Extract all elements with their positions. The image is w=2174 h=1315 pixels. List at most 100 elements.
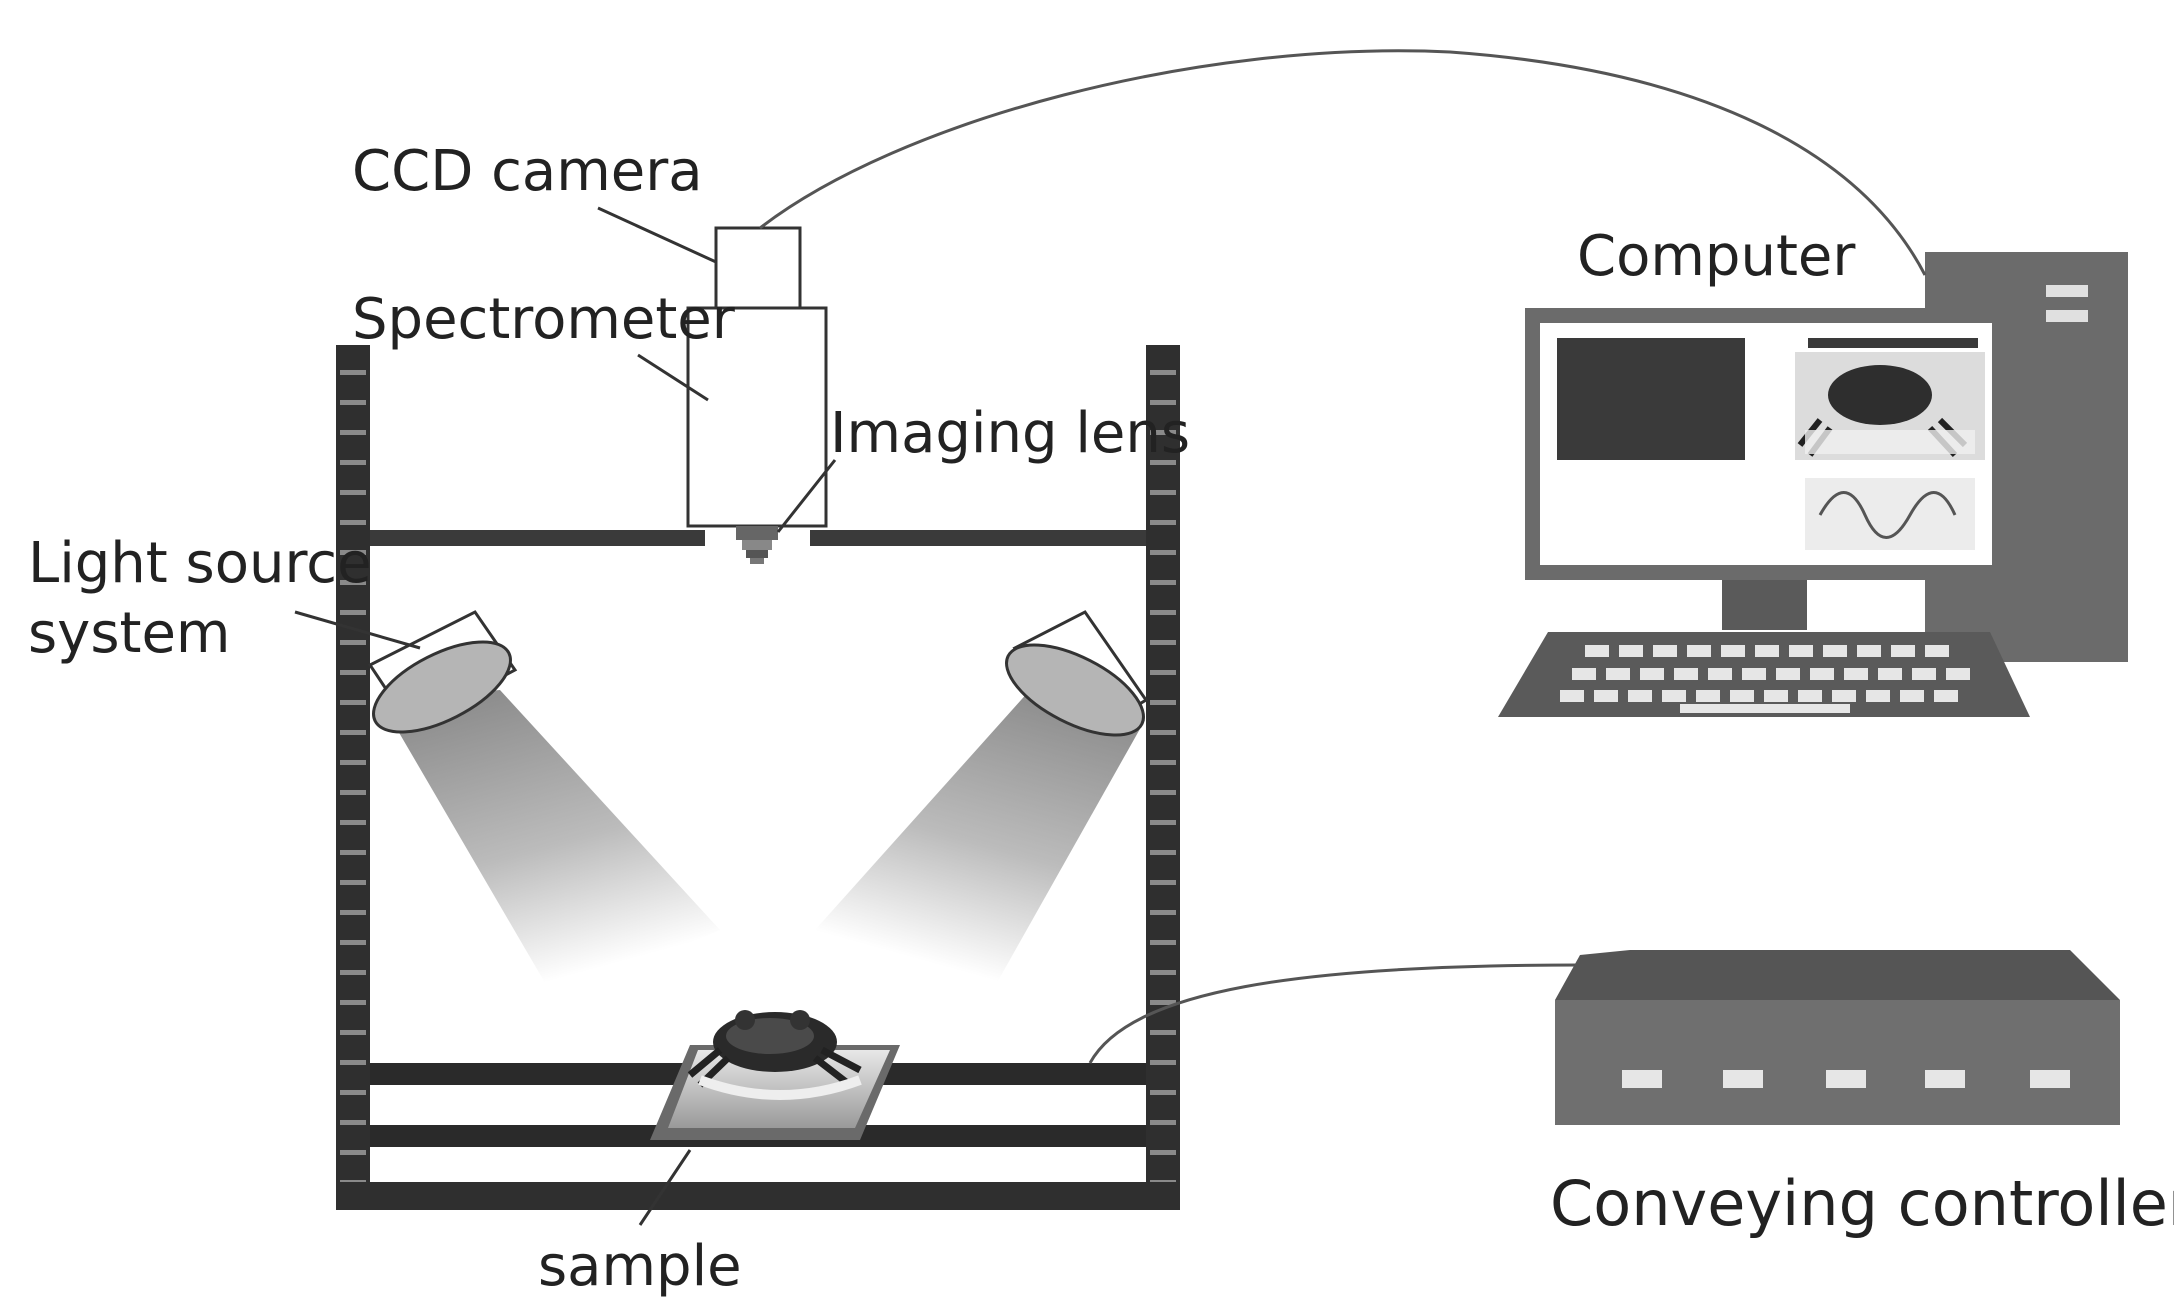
keyboard-key <box>1628 690 1652 702</box>
frame-tick <box>340 1150 366 1155</box>
frame-tick <box>340 580 366 585</box>
frame-tick <box>340 1000 366 1005</box>
keyboard-key <box>1662 690 1686 702</box>
leader-imaging-lens <box>776 459 837 533</box>
keyboard-key <box>1844 668 1868 680</box>
leader-sample <box>638 1149 692 1226</box>
camera-assembly <box>686 226 828 564</box>
keyboard-key <box>1776 668 1800 680</box>
frame-tick <box>1150 1090 1176 1095</box>
keyboard-key <box>1798 690 1822 702</box>
keyboard-key <box>1891 645 1915 657</box>
frame-tick <box>1150 1060 1176 1065</box>
keyboard-key <box>1674 668 1698 680</box>
frame-tick <box>340 460 366 465</box>
lamp-left <box>367 610 518 734</box>
keyboard-key <box>1900 690 1924 702</box>
keyboard-key <box>1560 690 1584 702</box>
frame-tick <box>340 730 366 735</box>
top-shelf-right <box>810 530 1146 546</box>
frame-tick <box>340 970 366 975</box>
frame-tick <box>340 700 366 705</box>
frame-tick <box>1150 670 1176 675</box>
keyboard-key <box>1946 668 1970 680</box>
frame-tick <box>1150 580 1176 585</box>
frame-tick <box>340 850 366 855</box>
frame-tick <box>340 430 366 435</box>
frame-tick <box>340 400 366 405</box>
frame-tick <box>1150 790 1176 795</box>
keyboard-key <box>1866 690 1890 702</box>
frame-tick <box>1150 400 1176 405</box>
frame-tick <box>1150 700 1176 705</box>
keyboard-spacebar <box>1680 704 1850 713</box>
conveying-controller <box>1555 950 2120 1125</box>
keyboard-key <box>1640 668 1664 680</box>
frame-tick <box>1150 370 1176 375</box>
frame-tick <box>340 1060 366 1065</box>
keyboard-key <box>1912 668 1936 680</box>
label-light-source-line1: Light source <box>28 531 372 596</box>
label-ccd-camera: CCD camera <box>352 139 703 204</box>
leader-spectrometer <box>637 353 709 402</box>
light-source-system <box>367 610 1149 1000</box>
frame-tick <box>340 940 366 945</box>
keyboard-key <box>1925 645 1949 657</box>
lamp-right <box>1005 610 1149 737</box>
label-light-source-line2: system <box>28 601 230 666</box>
imaging-chamber <box>336 345 1180 1210</box>
cable-camera-to-computer <box>759 49 1927 276</box>
light-beam-left <box>380 690 720 1000</box>
frame-tick <box>1150 490 1176 495</box>
controller-body <box>1555 1000 2120 1125</box>
frame-tick <box>340 640 366 645</box>
keyboard-key <box>1606 668 1630 680</box>
label-sample: sample <box>538 1234 742 1299</box>
keyboard-key <box>1742 668 1766 680</box>
frame-left-post <box>336 345 370 1210</box>
frame-tick <box>1150 550 1176 555</box>
frame-tick <box>340 1120 366 1125</box>
frame-tick <box>1150 640 1176 645</box>
frame-tick <box>1150 910 1176 915</box>
sample-tray <box>650 1010 900 1140</box>
frame-tick <box>340 910 366 915</box>
frame-tick <box>1150 880 1176 885</box>
ccd-camera-body <box>714 226 802 310</box>
keyboard-key <box>1721 645 1745 657</box>
frame-tick <box>340 490 366 495</box>
keyboard-key <box>1653 645 1677 657</box>
light-beam-right <box>815 690 1145 995</box>
keyboard-key <box>1594 690 1618 702</box>
frame-tick <box>340 520 366 525</box>
controller-led-5 <box>2030 1070 2070 1088</box>
frame-tick <box>1150 940 1176 945</box>
controller-led-1 <box>1622 1070 1662 1088</box>
controller-led-2 <box>1723 1070 1763 1088</box>
crab-sample <box>687 1010 862 1100</box>
frame-tick <box>340 820 366 825</box>
keyboard-key <box>1687 645 1711 657</box>
computer <box>1498 252 2128 717</box>
frame-tick <box>340 610 366 615</box>
frame-tick <box>340 790 366 795</box>
frame-tick <box>340 370 366 375</box>
frame-tick <box>1150 520 1176 525</box>
keyboard-key <box>1708 668 1732 680</box>
frame-tick <box>340 550 366 555</box>
frame-tick <box>340 760 366 765</box>
tower-slot-1 <box>2046 285 2088 297</box>
frame-tick <box>1150 730 1176 735</box>
keyboard-key <box>1789 645 1813 657</box>
keyboard-key <box>1755 645 1779 657</box>
leader-light-source <box>294 610 421 650</box>
monitor-neck <box>1722 580 1807 630</box>
label-conveying-controller: Conveying controller <box>1550 1167 2174 1240</box>
keyboard-key <box>1696 690 1720 702</box>
controller-led-3 <box>1826 1070 1866 1088</box>
keyboard-key <box>1823 645 1847 657</box>
leader-ccd-camera <box>597 206 717 264</box>
tower-slot-2 <box>2046 310 2088 322</box>
screen-dark-panel <box>1557 338 1745 460</box>
